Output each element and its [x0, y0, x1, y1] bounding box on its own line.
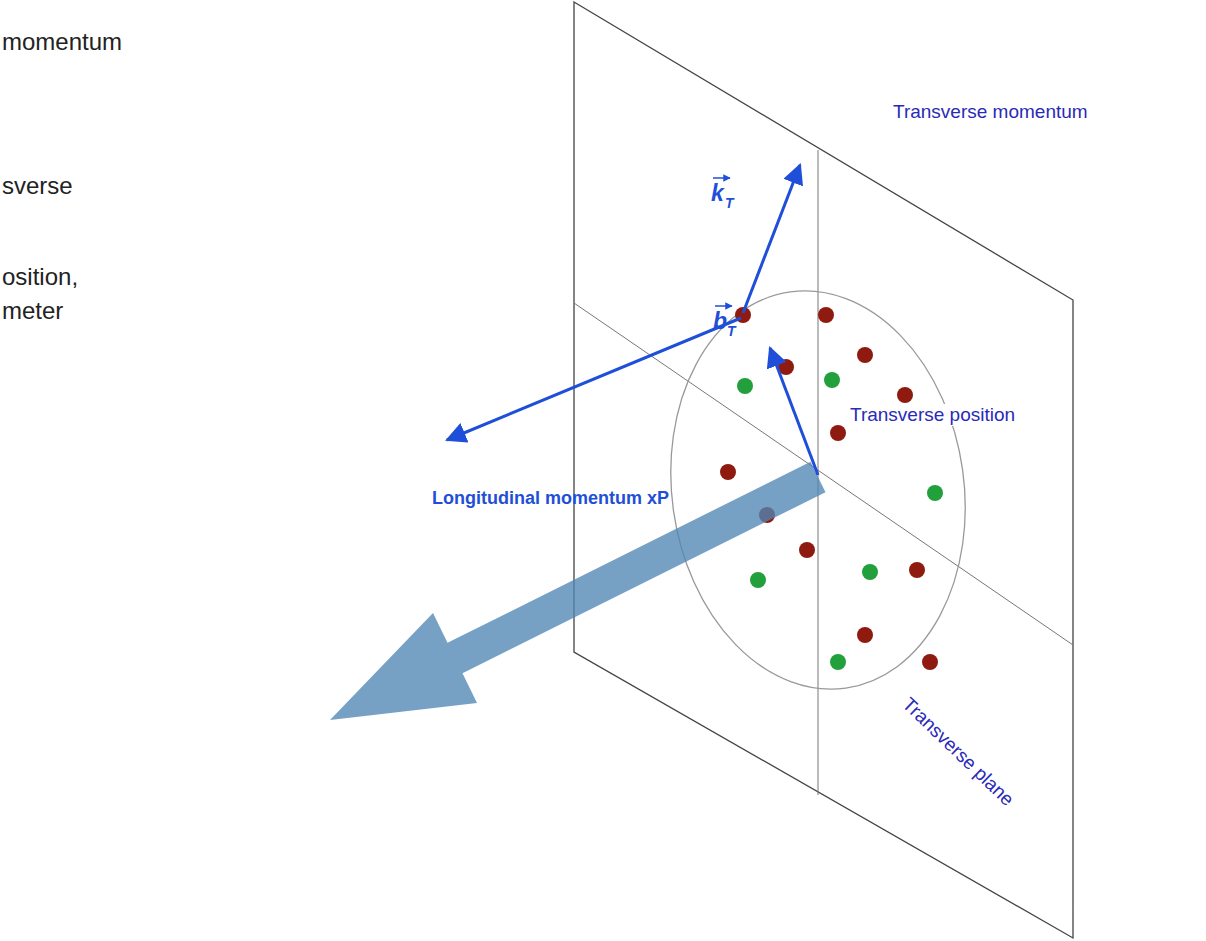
vector-symbol: b — [713, 308, 727, 334]
parton-direction-arrow — [447, 318, 741, 440]
axis-label: Longitudinal momentum xP — [432, 488, 669, 509]
axis-label: Transverse position — [848, 404, 1017, 426]
axis-label: Transverse momentum — [893, 101, 1088, 123]
plane-label: Transverse plane — [896, 692, 1019, 812]
kt-arrow — [743, 165, 800, 313]
plane-outline — [574, 2, 1073, 938]
cut-text: momentum — [2, 28, 122, 56]
vector-mark — [713, 177, 730, 179]
cut-text: sverse — [2, 172, 73, 200]
bt-arrow — [770, 348, 818, 475]
parton-dots — [720, 307, 943, 670]
vector-subscript: T — [727, 323, 736, 339]
longitudinal-arrow — [330, 462, 826, 720]
cut-text: osition, — [2, 263, 78, 291]
vector-symbol: k — [711, 180, 724, 206]
vector-subscript: T — [725, 195, 734, 211]
cut-text: meter — [2, 297, 63, 325]
vector-mark — [715, 305, 732, 307]
axis-line — [574, 303, 1073, 645]
